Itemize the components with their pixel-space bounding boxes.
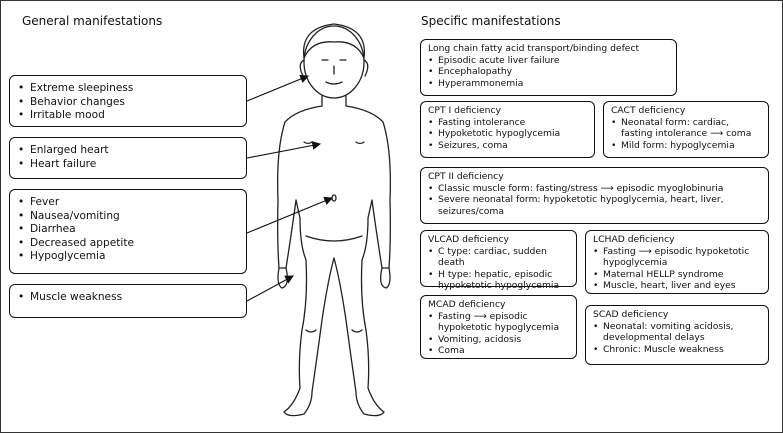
list-item: Nausea/vomiting — [18, 210, 238, 224]
list-item: Decreased appetite — [18, 237, 238, 251]
box-title: VLCAD deficiency — [428, 234, 509, 245]
list-item: Fasting intolerance — [428, 117, 588, 129]
box-title: CPT II deficiency — [428, 171, 504, 182]
list-item: Muscle weakness — [18, 291, 238, 305]
box-vlcad: VLCAD deficiency C type: cardiac, sudden… — [420, 230, 577, 291]
list-item: Severe neonatal form: hypoketotic hypogl… — [428, 194, 762, 217]
list-item: Coma — [428, 345, 570, 357]
list-item: Extreme sleepiness — [18, 82, 238, 96]
box-scad: SCAD deficiency Neonatal: vomiting acido… — [585, 305, 769, 365]
list-item: C type: cardiac, sudden death — [428, 246, 570, 269]
list-item: Behavior changes — [18, 96, 238, 110]
list-item: Neonatal: vomiting acidosis, development… — [593, 321, 762, 344]
list-item: Diarrhea — [18, 223, 238, 237]
list-item: Irritable mood — [18, 109, 238, 123]
specific-heading: Specific manifestations — [421, 14, 561, 28]
box-cpt2: CPT II deficiency Classic muscle form: f… — [420, 167, 769, 224]
list-item: Chronic: Muscle weakness — [593, 344, 762, 356]
list-item: Classic muscle form: fasting/stress ⟶ ep… — [428, 183, 762, 195]
list-item: Maternal HELLP syndrome — [593, 269, 762, 281]
list-item: Mild form: hypoglycemia — [611, 140, 762, 152]
list-item: Fever — [18, 196, 238, 210]
box-title: CPT I deficiency — [428, 105, 501, 116]
box-lchad: LCHAD deficiency Fasting ⟶ episodic hypo… — [585, 230, 769, 294]
list-item: Hypoglycemia — [18, 250, 238, 264]
general-box-cardiac: Enlarged heart Heart failure — [9, 137, 247, 179]
box-lcfa-defect: Long chain fatty acid transport/binding … — [420, 39, 677, 96]
general-box-muscle: Muscle weakness — [9, 284, 247, 318]
box-title: SCAD deficiency — [593, 309, 669, 320]
box-title: LCHAD deficiency — [593, 234, 675, 245]
box-title: CACT deficiency — [611, 105, 686, 116]
list-item: Fasting ⟶ episodic hypoketotic hypoglyce… — [428, 311, 570, 334]
box-cpt1: CPT I deficiency Fasting intolerance Hyp… — [420, 101, 595, 158]
list-item: Muscle, heart, liver and eyes — [593, 280, 762, 292]
box-mcad: MCAD deficiency Fasting ⟶ episodic hypok… — [420, 295, 577, 359]
list-item: Vomiting, acidosis — [428, 334, 570, 346]
box-cact: CACT deficiency Neonatal form: cardiac, … — [603, 101, 769, 158]
box-title: Long chain fatty acid transport/binding … — [428, 43, 640, 54]
list-item: Hypoketotic hypoglycemia — [428, 128, 588, 140]
list-item: Encephalopathy — [428, 66, 670, 78]
general-heading: General manifestations — [22, 14, 163, 28]
list-item: Hyperammonemia — [428, 78, 670, 90]
list-item: H type: hepatic, episodic hypoketotic hy… — [428, 269, 570, 292]
general-box-systemic: Fever Nausea/vomiting Diarrhea Decreased… — [9, 189, 247, 274]
list-item: Heart failure — [18, 158, 238, 172]
list-item: Neonatal form: cardiac, fasting intolera… — [611, 117, 762, 140]
general-box-neuro: Extreme sleepiness Behavior changes Irri… — [9, 75, 247, 127]
list-item: Fasting ⟶ episodic hypoketotic hypoglyce… — [593, 246, 762, 269]
list-item: Episodic acute liver failure — [428, 55, 670, 67]
list-item: Enlarged heart — [18, 144, 238, 158]
list-item: Seizures, coma — [428, 140, 588, 152]
box-title: MCAD deficiency — [428, 299, 506, 310]
